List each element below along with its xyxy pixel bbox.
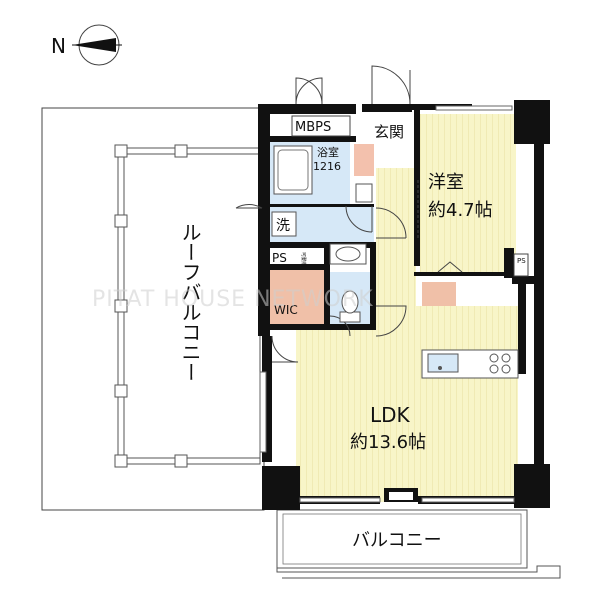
ldk-name: LDK xyxy=(370,403,411,427)
wic-floor xyxy=(268,270,324,324)
closet-floor xyxy=(422,282,456,306)
wash-basin xyxy=(329,243,367,265)
railing-posts xyxy=(114,144,188,468)
balcony-door-sill xyxy=(389,492,413,500)
ps-right-box xyxy=(513,253,529,277)
doors xyxy=(235,65,463,363)
entrance-name: 玄関 xyxy=(374,123,404,141)
bathroom-name: 浴室 xyxy=(317,145,339,159)
western-room-name: 洋室 xyxy=(428,172,464,193)
mbps-box xyxy=(291,115,351,137)
watermark: PITAT HOUSE NETWORK xyxy=(92,287,374,312)
balcony-area xyxy=(276,509,561,579)
western-room-floor xyxy=(420,114,516,272)
compass-label: N xyxy=(51,34,66,58)
windows xyxy=(259,105,515,503)
bathroom-size: 1216 xyxy=(313,160,341,173)
washroom-label: 洗 xyxy=(276,218,290,234)
shoe-rack xyxy=(355,183,373,203)
bathtub xyxy=(273,145,313,195)
ldk-area: 約13.6帖 xyxy=(350,432,426,453)
movable-shelf-label: 可動棚 xyxy=(300,252,307,267)
mbps-label: MBPS xyxy=(295,120,331,135)
roof-balcony-area xyxy=(41,107,265,511)
roof-balcony-label: ルーフバルコニー xyxy=(178,222,202,382)
ldk-floor xyxy=(296,306,518,502)
western-room-area: 約4.7帖 xyxy=(428,200,493,221)
washing-machine-pan xyxy=(271,211,297,237)
ps-left-label: PS xyxy=(272,251,287,265)
balcony-label: バルコニー xyxy=(352,530,442,551)
entrance-tile xyxy=(354,144,374,176)
ps-right-label: PS xyxy=(517,257,526,265)
compass-icon xyxy=(72,24,122,66)
wic-label: WIC xyxy=(274,303,298,317)
entrance-label-bg xyxy=(372,118,412,144)
kitchen-counter xyxy=(421,349,519,379)
toilet xyxy=(339,290,361,323)
